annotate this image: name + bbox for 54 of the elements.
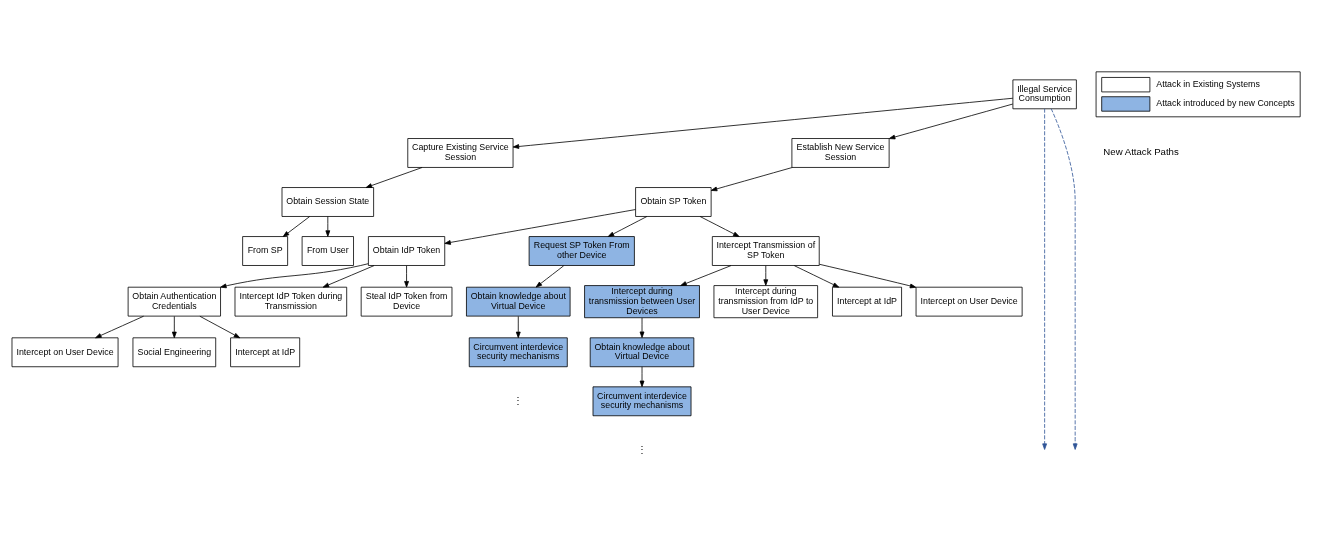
arrow <box>710 167 793 192</box>
arrow <box>282 216 311 237</box>
legend-label: Attack in Existing Systems <box>1156 78 1260 89</box>
arrow <box>1050 108 1078 450</box>
label: ⋮ <box>513 394 524 406</box>
arrow <box>95 315 144 339</box>
arrow <box>322 265 375 288</box>
arrow <box>888 103 1014 140</box>
arrow <box>607 216 648 237</box>
node-box: Circumvent interdevice security mechanisms <box>468 337 568 368</box>
node-box: Establish New Service Session <box>791 138 890 168</box>
node-box: Intercept on User Device <box>915 286 1023 317</box>
arrow <box>1042 108 1047 450</box>
node-box: Obtain Authentication Credentials <box>127 286 221 317</box>
node-box: Obtain knowledge about Virtual Device <box>466 286 571 317</box>
arrow <box>639 366 645 388</box>
arrow <box>793 265 840 288</box>
arrow <box>199 315 241 339</box>
node-box: Obtain Session State <box>281 187 374 217</box>
arrow <box>171 316 177 339</box>
node-box: Intercept at IdP <box>230 337 301 368</box>
label: New Attack Paths <box>1103 146 1179 158</box>
node-box: Intercept Transmission of SP Token <box>711 236 820 266</box>
arrow <box>220 263 369 289</box>
node-box: Request SP Token From other Device <box>528 236 635 266</box>
node-box: Intercept at IdP <box>832 286 902 317</box>
arrow <box>680 265 732 286</box>
arrow <box>325 216 331 237</box>
label: ⋮ <box>637 443 648 455</box>
node-box: From User <box>301 236 354 266</box>
arrow <box>699 216 740 237</box>
arrow <box>639 317 645 338</box>
node-box: Circumvent interdevice security mechanisms <box>592 386 692 417</box>
arrow <box>515 316 521 339</box>
node-box: Obtain IdP Token <box>368 236 446 266</box>
arrow <box>763 265 769 286</box>
node-box: Capture Existing Service Session <box>407 138 514 168</box>
arrow <box>535 265 565 288</box>
node-box: Obtain SP Token <box>635 187 712 217</box>
arrow <box>819 263 917 289</box>
node-box: Intercept on User Device <box>11 337 119 368</box>
arrow <box>444 209 636 245</box>
node-box: Obtain knowledge about Virtual Device <box>589 337 695 368</box>
node-box: Illegal Service Consumption <box>1012 79 1077 110</box>
node-box: Intercept during transmission from IdP to User Device <box>713 285 818 319</box>
node-box: Social Engineering <box>132 337 217 368</box>
node-box: Intercept during transmission between User Devices <box>584 285 700 319</box>
node-box: Intercept IdP Token during Transmission <box>234 286 348 317</box>
node-box: From SP <box>242 236 289 266</box>
node-box: Steal IdP Token from Device <box>360 286 453 317</box>
arrow <box>365 167 423 188</box>
arrow <box>512 97 1014 149</box>
arrow <box>404 265 409 288</box>
legend-label: Attack introduced by new Concepts <box>1156 98 1295 109</box>
